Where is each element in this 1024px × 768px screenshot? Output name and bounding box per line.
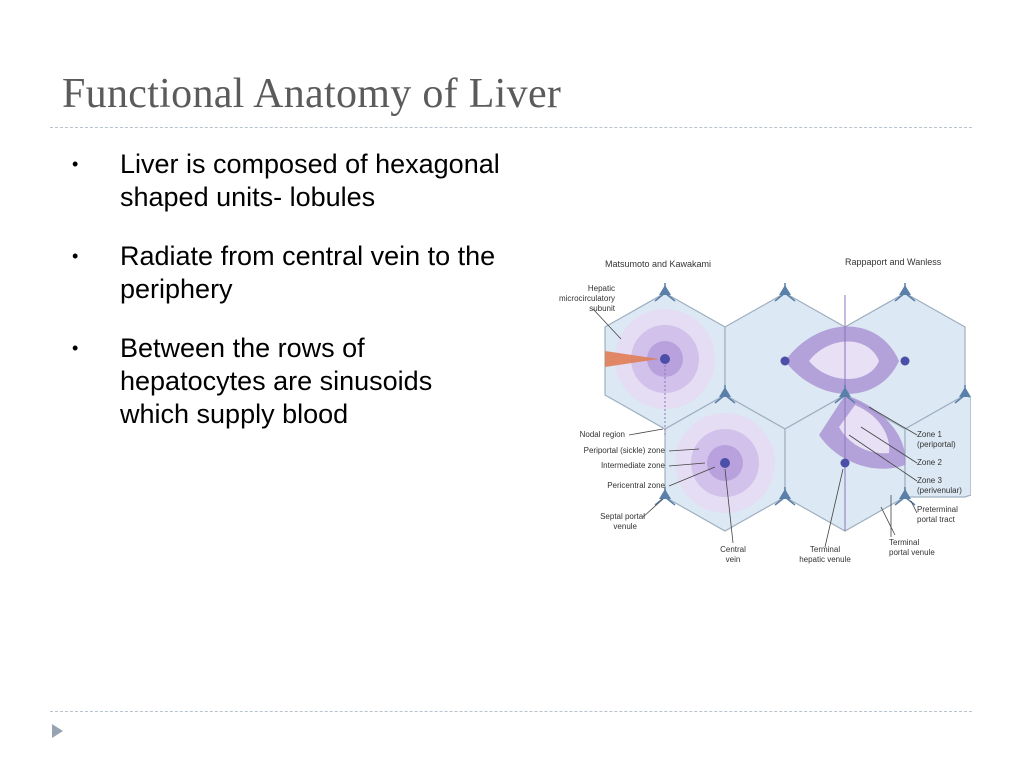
label-hepatic: Hepatic [588,284,615,293]
bullet-dot: • [72,246,79,266]
bullet-text: Radiate from central vein to the periphe… [120,241,496,304]
portal-triangles [659,285,971,499]
slide-title: Functional Anatomy of Liver [62,71,562,117]
label-subunit: subunit [589,304,616,313]
label-microcirculatory: microcirculatory [559,294,615,303]
label-preterminal: Preterminal [917,505,958,514]
caption-matsumoto: Matsumoto and Kawakami [605,259,711,269]
footer-divider [50,711,972,712]
label-hepatic-venule: hepatic venule [799,555,851,564]
label-portal-venule: portal venule [889,548,935,557]
central-veins [660,354,910,468]
bullet-item: • Liver is composed of hexagonal shaped u… [70,148,500,214]
bullet-item: • Radiate from central vein to the periph… [70,240,500,306]
label-terminal-pv: Terminal [889,538,919,547]
triangle-right-icon [52,724,63,738]
label-zone2: Zone 2 [917,458,942,467]
label-portal-tract: portal tract [917,515,956,524]
label-zone1: Zone 1 [917,430,942,439]
bullet-item: • Between the rows of hepatocytes are sin… [70,332,500,431]
bullet-text: Between the rows of hepatocytes are sinu… [120,333,433,429]
bullet-dot: • [72,338,79,358]
bullet-dot: • [72,154,79,174]
label-central: Central [720,545,746,554]
label-zone3: Zone 3 [917,476,942,485]
septal-wedge [605,351,659,367]
label-periportal-zone: Periportal (sickle) zone [584,446,666,455]
title-divider [50,127,972,128]
acinus-zones [785,295,906,531]
label-terminal-hv: Terminal [810,545,840,554]
label-periportal: (periportal) [917,440,956,449]
liver-lobule-diagram: Matsumoto and Kawakami Rappaport and Wan… [519,255,972,567]
bullet-list: • Liver is composed of hexagonal shaped u… [70,148,500,457]
bullet-text: Liver is composed of hexagonal shaped un… [120,149,500,212]
leader-lines [592,308,918,548]
label-intermediate-zone: Intermediate zone [601,461,666,470]
label-venule: venule [613,522,637,531]
caption-rappaport: Rappaport and Wanless [845,257,942,267]
label-pericentral-zone: Pericentral zone [607,481,665,490]
label-nodal-region: Nodal region [580,430,625,439]
label-vein: vein [726,555,741,564]
label-septal-portal: Septal portal [600,512,645,521]
label-perivenular: (perivenular) [917,486,962,495]
